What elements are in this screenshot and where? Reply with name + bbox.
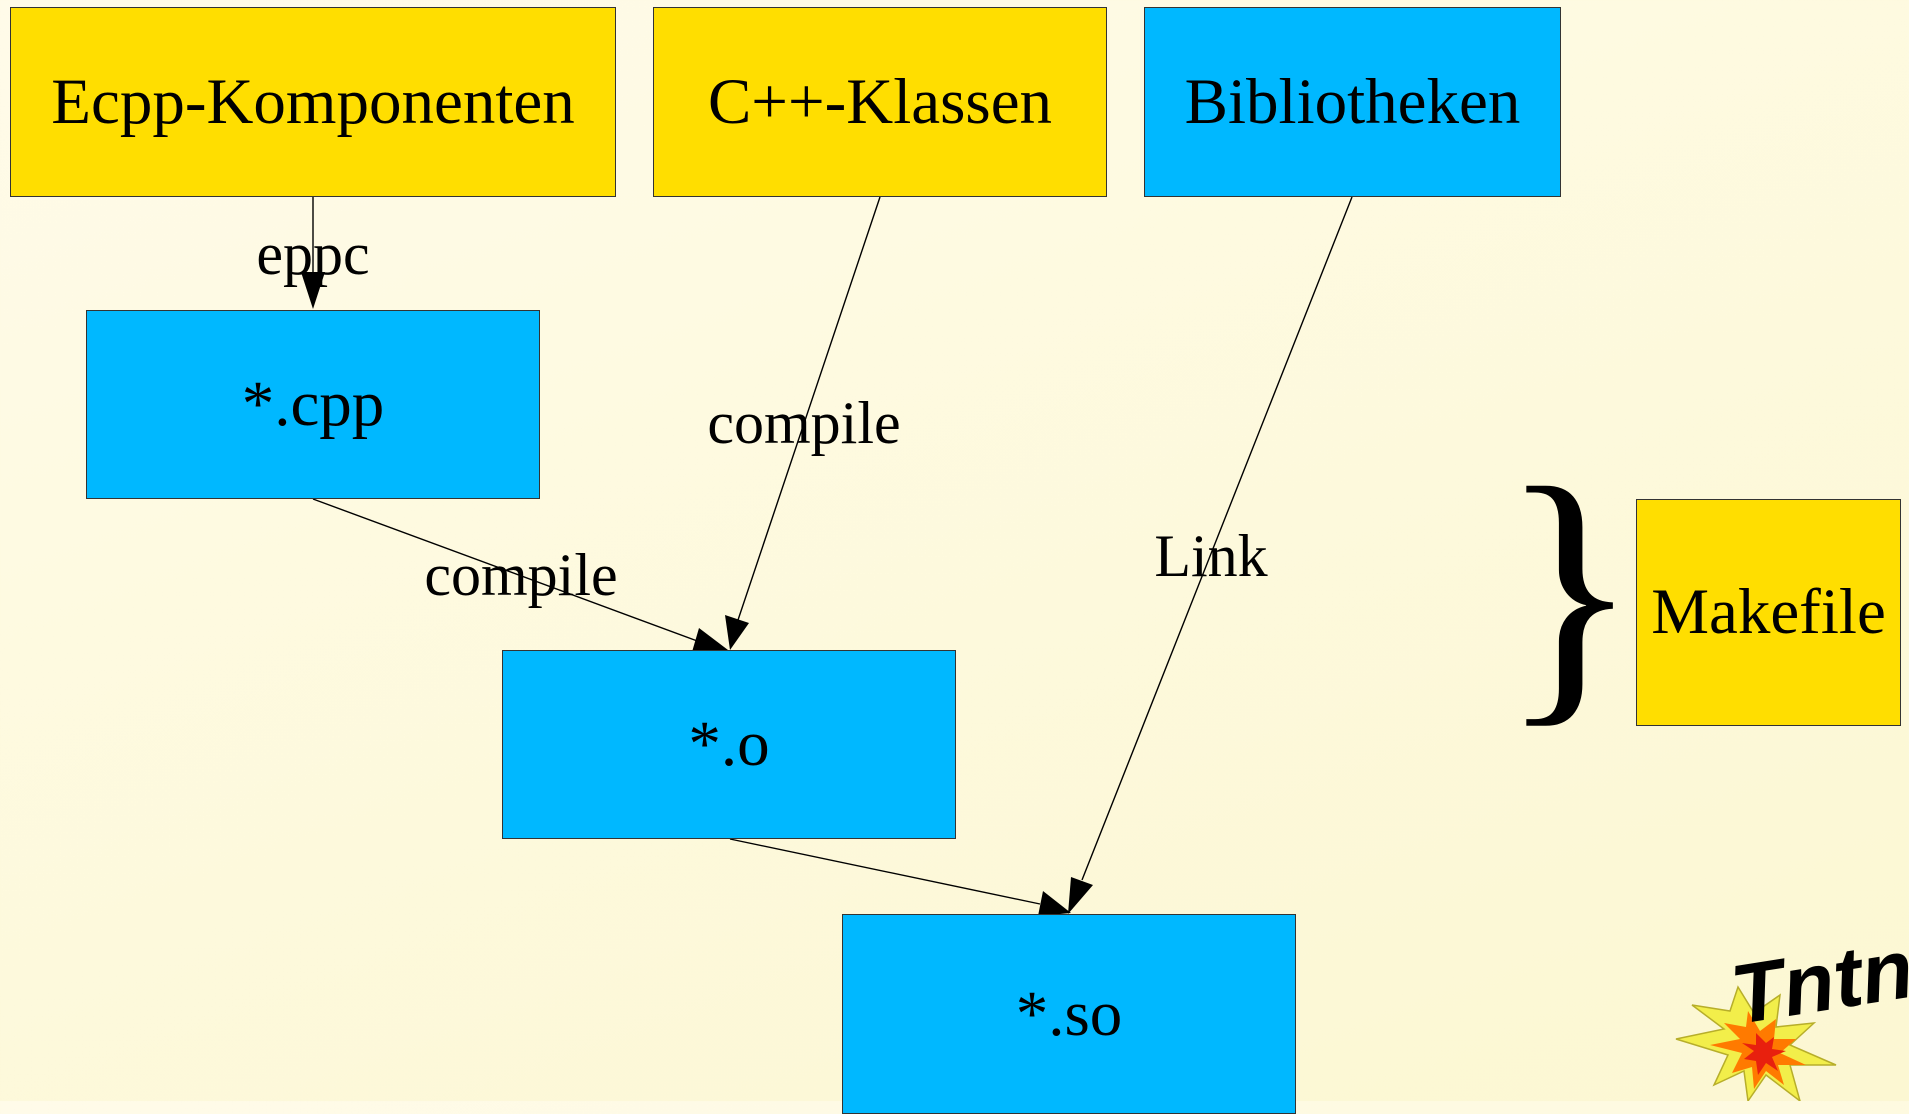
explosion-icon [1675,985,1837,1101]
node-shared-library: *.so [842,914,1296,1114]
edge-label-link: Link [1154,523,1268,589]
edge-label-compile-cpp: compile [424,542,618,608]
node-cpp-files-label: *.cpp [241,368,385,440]
node-object-files: *.o [502,650,956,839]
edge-obj-to-so [729,838,1041,905]
node-shared-library-label: *.so [1015,977,1123,1050]
arrowhead-obj-to-so [1038,891,1071,916]
edge-label-compile-classes: compile [707,390,901,456]
node-makefile: Makefile [1636,499,1901,726]
edge-compile-cpp [312,498,701,643]
arrowhead-compile-cpp [692,628,728,652]
arrowhead-link [1068,877,1093,914]
curly-brace: } [1500,429,1640,750]
node-object-files-label: *.o [688,708,770,780]
arrowhead-eppc [301,272,325,309]
node-bibliotheken-label: Bibliotheken [1184,65,1521,138]
node-cpp-files: *.cpp [86,310,540,499]
edge-label-eppc: eppc [256,221,370,287]
tntnet-logo: Tntnet [1668,935,1909,1101]
node-ecpp-komponenten: Ecpp-Komponenten [10,7,616,197]
edge-link [1081,196,1353,881]
arrowhead-compile-classes [725,615,749,650]
node-makefile-label: Makefile [1651,576,1886,648]
edge-compile-classes [737,196,881,621]
node-cpp-klassen: C++-Klassen [653,7,1107,197]
node-ecpp-komponenten-label: Ecpp-Komponenten [51,65,575,138]
node-cpp-klassen-label: C++-Klassen [707,65,1053,138]
node-bibliotheken: Bibliotheken [1144,7,1561,197]
